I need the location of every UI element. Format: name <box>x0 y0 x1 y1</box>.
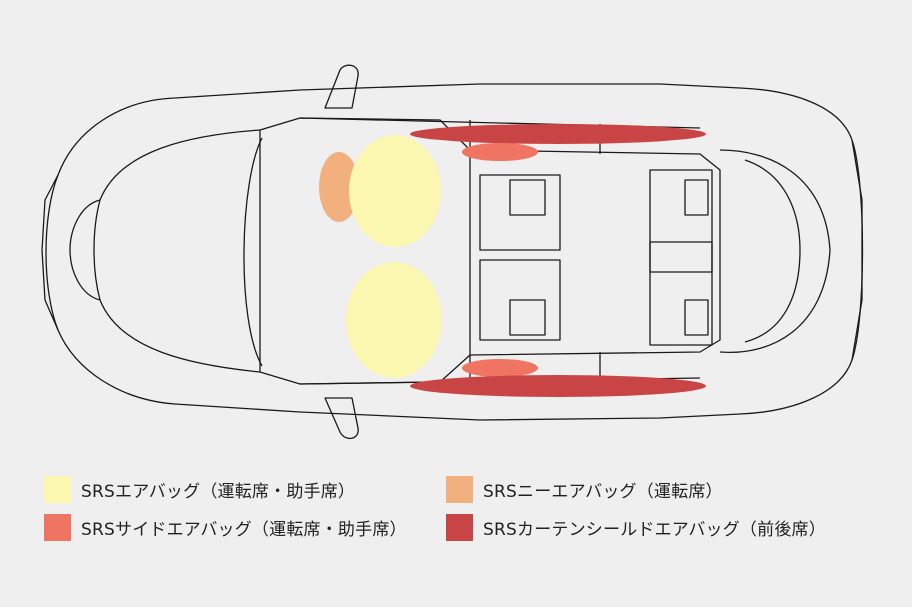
legend-swatch-knee <box>446 475 473 503</box>
legend-swatch-curtain <box>446 513 473 541</box>
side-airbag-left <box>462 143 538 161</box>
legend-swatch-side <box>44 513 71 541</box>
legend-label-curtain: SRSカーテンシールドエアバッグ（前後席） <box>483 519 826 540</box>
passenger-seat <box>479 259 561 341</box>
car-airbag-diagram <box>41 64 864 439</box>
left-mirror <box>324 64 359 109</box>
curtain-airbag-right <box>410 375 706 397</box>
legend-label-front: SRSエアバッグ（運転席・助手席） <box>81 481 356 502</box>
knee-airbag <box>319 152 359 222</box>
rear-seat <box>649 169 713 346</box>
driver-seat <box>479 174 561 251</box>
legend-item-side: SRSサイドエアバッグ（運転席・助手席） <box>44 512 407 542</box>
legend-item-front: SRSエアバッグ（運転席・助手席） <box>44 474 355 504</box>
driver-front-airbag <box>349 135 441 247</box>
legend-item-knee: SRSニーエアバッグ（運転席） <box>446 474 723 504</box>
legend-label-side: SRSサイドエアバッグ（運転席・助手席） <box>81 519 407 540</box>
legend-item-curtain: SRSカーテンシールドエアバッグ（前後席） <box>446 512 826 542</box>
right-mirror <box>324 397 359 439</box>
side-airbag-right <box>462 359 538 377</box>
legend: SRSエアバッグ（運転席・助手席） SRSニーエアバッグ（運転席） SRSサイド… <box>44 474 884 554</box>
passenger-front-airbag <box>346 262 442 378</box>
legend-label-knee: SRSニーエアバッグ（運転席） <box>483 481 723 502</box>
curtain-airbag-left <box>410 124 706 144</box>
legend-swatch-front <box>44 475 71 503</box>
